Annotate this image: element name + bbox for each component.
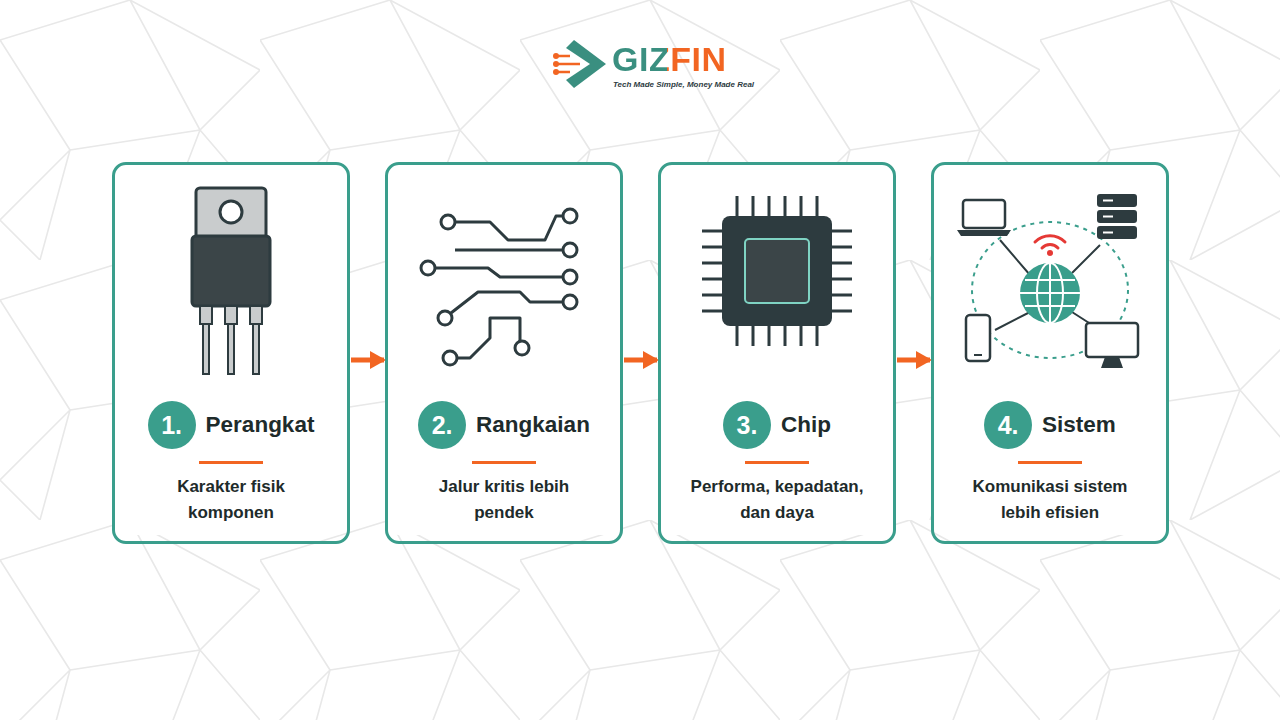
step-number: 3. — [737, 411, 758, 440]
network-system-icon-part — [1103, 201, 1113, 233]
tagline: Tech Made Simple, Money Made Real — [613, 80, 754, 89]
number-slot: 1. — [148, 401, 196, 449]
number-circle: 4. — [984, 401, 1032, 449]
transistor-icon-part — [228, 324, 234, 374]
chip-icon-part — [702, 196, 852, 346]
network-system-icon-part-part — [1042, 245, 1058, 248]
heading-row: 1. Perangkat — [115, 401, 347, 449]
network-system-icon-part — [974, 354, 982, 356]
step-number: 4. — [998, 411, 1019, 440]
circuit-trace-icon-part-part — [443, 351, 457, 365]
number-slot: 4. — [984, 401, 1032, 449]
transistor-icon-part — [253, 324, 259, 374]
logo-icon-part — [553, 61, 559, 67]
circuit-trace-icon-part-part — [421, 261, 435, 275]
step-box: 3. ChipPerforma, kepadatan, dan daya — [658, 162, 896, 544]
number-circle: 2. — [418, 401, 466, 449]
step-title: Perangkat — [206, 412, 315, 438]
circuit-trace-icon-part — [455, 216, 563, 240]
step-description: Karakter fisik komponen — [136, 474, 326, 526]
logo-icon-part — [553, 69, 559, 75]
flow-arrow — [624, 358, 657, 363]
circuit-trace-icon-part — [451, 292, 563, 313]
transistor-icon-part — [200, 306, 212, 324]
circuit-trace-icon — [421, 209, 577, 365]
circuit-trace-icon-part — [455, 249, 563, 252]
transistor-icon — [192, 188, 270, 374]
circuit-trace-icon-part-part — [563, 270, 577, 284]
accent-underline — [745, 461, 809, 464]
step-description: Performa, kepadatan, dan daya — [682, 474, 872, 526]
network-system-icon-part-part — [1020, 263, 1080, 323]
circuit-trace-icon-part — [421, 209, 577, 365]
step-title: Sistem — [1042, 412, 1116, 438]
network-system-icon-part-part — [1035, 236, 1065, 242]
heading-row: 4. Sistem — [934, 401, 1166, 449]
network-system-icon-part — [966, 315, 990, 361]
box-ground-part — [385, 162, 623, 535]
box-ground-part — [112, 162, 350, 535]
transistor-icon-part — [203, 324, 209, 374]
network-system-icon-part — [1020, 263, 1080, 323]
box-ground — [112, 162, 1169, 535]
step-description: Komunikasi sistem lebih efisien — [955, 474, 1145, 526]
chip-icon-part — [722, 216, 832, 326]
circuit-trace-icon-part-part — [515, 341, 529, 355]
circuit-trace-icon-part — [435, 268, 563, 277]
chip-icon-part — [745, 239, 809, 303]
step-title: Chip — [781, 412, 831, 438]
number-circle: 1. — [148, 401, 196, 449]
number-slot: 3. — [723, 401, 771, 449]
network-system-icon-part — [995, 240, 1100, 330]
circuit-trace-icon-part-part — [438, 311, 452, 325]
number-slot: 2. — [418, 401, 466, 449]
logo-icon-part — [556, 56, 580, 72]
network-system-icon-part — [1020, 263, 1080, 323]
number-circle: 3. — [723, 401, 771, 449]
heading-row: 3. Chip — [661, 401, 893, 449]
network-system-icon-part — [1086, 323, 1138, 357]
box-ground-part — [658, 162, 896, 535]
accent-underline — [472, 461, 536, 464]
flow-arrow — [351, 358, 384, 363]
network-system-icon-part — [1101, 357, 1123, 368]
step-box: 4. SistemKomunikasi sistem lebih efisien — [931, 162, 1169, 544]
network-system-icon-part — [1047, 250, 1053, 256]
circuit-trace-icon-part-part — [441, 215, 455, 229]
circuit-trace-icon-part-part — [563, 209, 577, 223]
logo-icon — [553, 40, 606, 88]
circuit-trace-icon-part-part — [563, 243, 577, 257]
logo-icon-part — [553, 53, 559, 59]
flow-arrow — [897, 358, 930, 363]
circuit-trace-icon-part-part — [563, 295, 577, 309]
network-system-icon-part — [963, 200, 1005, 228]
network-system-icon — [957, 194, 1138, 368]
heading-row: 2. Rangkaian — [388, 401, 620, 449]
step-title: Rangkaian — [476, 412, 590, 438]
chip-icon — [702, 196, 852, 346]
step-box: 1. PerangkatKarakter fisik komponen — [112, 162, 350, 544]
box-ground-part — [931, 162, 1169, 535]
accent-underline — [199, 461, 263, 464]
transistor-icon-part — [225, 306, 237, 324]
transistor-icon-part — [192, 236, 270, 306]
transistor-icon-part — [220, 201, 242, 223]
step-number: 2. — [432, 411, 453, 440]
transistor-icon-part — [250, 306, 262, 324]
network-system-icon-part — [957, 230, 1011, 236]
step-number: 1. — [161, 411, 182, 440]
step-box: 2. RangkaianJalur kritis lebih pendek — [385, 162, 623, 544]
step-description: Jalur kritis lebih pendek — [409, 474, 599, 526]
network-system-icon-part — [1035, 236, 1065, 248]
logo-text: GIZFIN — [612, 40, 726, 79]
accent-underline — [1018, 461, 1082, 464]
circuit-trace-icon-part — [457, 318, 520, 358]
